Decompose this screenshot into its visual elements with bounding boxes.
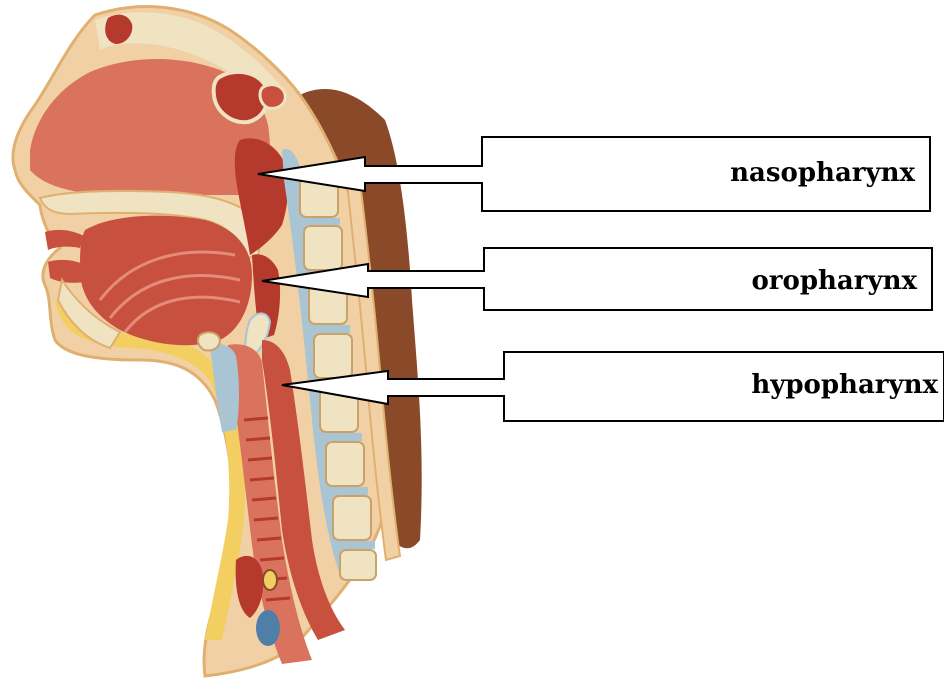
nasopharynx-label: nasopharynx — [730, 158, 915, 188]
blue-vessel — [256, 610, 280, 646]
head-neck-sagittal-illustration — [13, 7, 422, 676]
sella-region — [260, 85, 285, 109]
hyoid-bone — [198, 332, 220, 350]
yellow-vessel — [263, 570, 277, 590]
hypopharynx-label: hypopharynx — [751, 370, 938, 400]
oropharynx-label: oropharynx — [751, 266, 917, 296]
